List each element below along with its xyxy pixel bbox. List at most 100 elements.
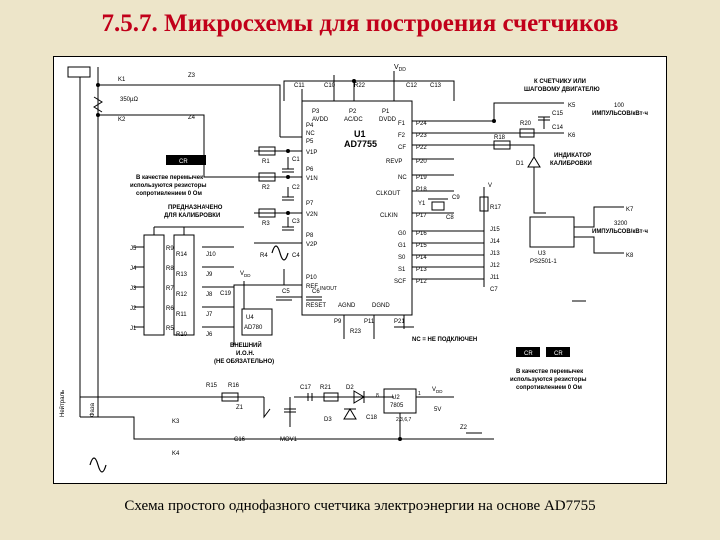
jumper-j3: J3	[130, 286, 137, 292]
motor-label-2: ШАГОВОМУ ДВИГАТЕЛЮ	[524, 87, 600, 93]
label-r2: R2	[262, 185, 270, 191]
ref-note-3: (НЕ ОБЯЗАТЕЛЬНО)	[214, 359, 274, 365]
imp100-unit: ИМПУЛЬСОВ/кВт·ч	[592, 111, 649, 117]
pin-p5: P5	[306, 139, 314, 145]
pin-nc: NC	[306, 131, 315, 137]
reg-pin1: 1	[418, 391, 421, 397]
reg-pin8: 8	[376, 393, 379, 399]
label-neutral: Нейтраль	[59, 390, 66, 417]
res-r11: R11	[176, 312, 187, 318]
pin-p11: P11	[364, 319, 375, 325]
vdd-label-top: VDD	[394, 64, 406, 73]
reg-voltage: 5V	[434, 407, 441, 413]
ic-ref: U1	[354, 129, 366, 139]
pin-p13: P13	[416, 267, 427, 273]
jumper-token-right-1: CR	[524, 351, 533, 357]
pin-reset: RESET	[306, 303, 326, 309]
reg-part: 7805	[390, 403, 404, 409]
pin-p18: P18	[416, 187, 427, 193]
jumper-j4: J4	[130, 266, 137, 272]
pin-v2p: V2P	[306, 242, 317, 248]
jumper-j2: J2	[130, 306, 137, 312]
pin-p9: P9	[334, 319, 342, 325]
label-c2: C2	[292, 185, 300, 191]
label-r3: R3	[262, 221, 270, 227]
label-z4: Z4	[188, 115, 196, 121]
calib-note-1: ПРЕДНАЗНАЧЕНО	[168, 205, 223, 211]
pin-scf: SCF	[394, 279, 406, 285]
pin-p19: P19	[416, 175, 427, 181]
label-k1: K1	[118, 77, 126, 83]
reg-pins: 2,3,6,7	[396, 417, 412, 423]
label-r20: R20	[520, 121, 532, 127]
label-c14: C14	[552, 125, 564, 131]
label-r15: R15	[206, 383, 218, 389]
vdd-label-right: V	[488, 183, 492, 189]
ic-part: AD7755	[344, 139, 377, 149]
res-r14: R14	[176, 252, 188, 258]
label-d3: D3	[324, 417, 332, 423]
jumper-j8: J8	[206, 292, 213, 298]
imp3200-unit: ИМПУЛЬСОВ/кВт·ч	[592, 229, 649, 235]
imp100-value: 100	[614, 103, 625, 109]
label-d1: D1	[516, 161, 524, 167]
led-label-2: КАЛИБРОВКИ	[550, 161, 592, 167]
label-c6: C6	[312, 289, 320, 295]
pin-p10: P10	[306, 275, 317, 281]
label-d2: D2	[346, 385, 354, 391]
label-c17: C17	[300, 385, 312, 391]
label-c15: C15	[552, 111, 564, 117]
ref-note-2: И.О.Н.	[236, 351, 255, 357]
label-k2: K2	[118, 117, 126, 123]
pin-p3: P3	[312, 109, 320, 115]
pin-g0: G0	[398, 231, 407, 237]
jumper-j13: J13	[490, 251, 500, 257]
label-y1: Y1	[418, 201, 426, 207]
opto-u3: U3	[538, 251, 546, 257]
jumper-cr-right-2	[546, 347, 570, 357]
pin-s0: S0	[398, 255, 406, 261]
pin-clkout: CLKOUT	[376, 191, 401, 197]
jumper-j12: J12	[490, 263, 500, 269]
pin-inout: IN/OUT	[320, 286, 337, 292]
label-z3: Z3	[188, 73, 196, 79]
pin-p20: P20	[416, 159, 427, 165]
label-c1: C1	[292, 157, 300, 163]
pin-p14: P14	[416, 255, 427, 261]
res-r13: R13	[176, 272, 188, 278]
pin-p7: P7	[306, 201, 314, 207]
label-k5: K5	[568, 103, 576, 109]
circuit-schematic: U1 AD7755 P3 AVDD P2 AC/DC P1 DVDD P4 NC…	[53, 56, 667, 484]
jumper-j5: J5	[130, 246, 137, 252]
jumper-j7: J7	[206, 312, 213, 318]
label-c12: C12	[406, 83, 418, 89]
nc-note: NC = НЕ ПОДКЛЮЧЕН	[412, 337, 477, 343]
label-k3: K3	[172, 419, 180, 425]
slide-title: 7.5.7. Микросхемы для построения счетчик…	[101, 10, 619, 37]
label-c19: C19	[220, 291, 232, 297]
pin-p8: P8	[306, 233, 314, 239]
res-r8: R8	[166, 266, 174, 272]
pin-v1p: V1P	[306, 150, 317, 156]
jumper-j1: J1	[130, 326, 137, 332]
note-right-1: В качестве перемычек	[516, 369, 583, 375]
label-shunt: 350µΩ	[120, 97, 138, 103]
pin-agnd: AGND	[338, 303, 356, 309]
jumper-cr-left	[166, 155, 206, 165]
label-r17: R17	[490, 205, 502, 211]
note-right-2: используются резисторы	[510, 377, 587, 383]
figure-caption: Схема простого однофазного счетчика элек…	[124, 498, 596, 514]
label-c10: C10	[324, 83, 336, 89]
label-r18: R18	[494, 135, 506, 141]
label-k4: K4	[172, 451, 180, 457]
label-k8: K8	[626, 253, 634, 259]
label-r1: R1	[262, 159, 270, 165]
pin-dgnd: DGND	[372, 303, 390, 309]
pin-p17: P17	[416, 213, 427, 219]
jumper-j6: J6	[206, 332, 213, 338]
motor-label-1: К СЧЕТЧИКУ ИЛИ	[534, 79, 586, 85]
led-label-1: ИНДИКАТОР	[554, 153, 591, 159]
note-right-3: сопротивлением 0 Ом	[516, 385, 582, 391]
pin-revp: REVP	[386, 159, 402, 165]
label-c9: C9	[452, 195, 460, 201]
